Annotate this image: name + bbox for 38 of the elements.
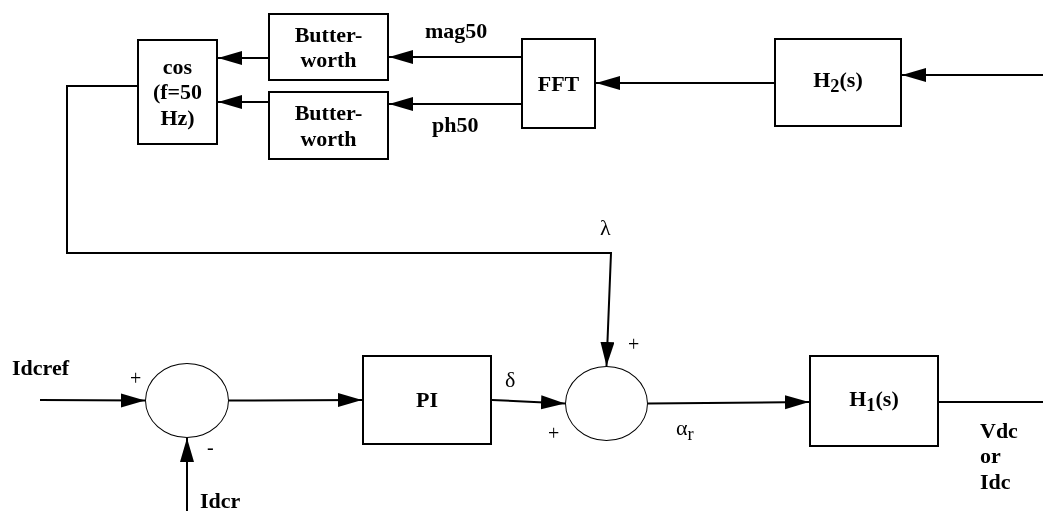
edge-label: Idcref [12,355,70,381]
edge-label: δ [505,367,516,393]
block-label: FFT [537,70,580,97]
block-box [774,38,902,127]
edge-label: ph50 [432,112,479,138]
block-label: H$_{1}$(s) [849,385,899,417]
signal-arrow [595,76,775,90]
sign-label: + [130,368,142,388]
edge-label: mag50 [425,18,488,44]
block-label: Butter- worth [293,21,364,73]
signal-arrow [228,393,363,408]
edge-label: Idcr [200,488,241,511]
block-box [809,355,939,447]
sign-label: + [628,334,640,354]
edge-label: Vdc or Idc [980,418,1019,494]
block-label: Butter- worth [293,100,364,151]
signal-arrow [39,393,146,408]
signal-arrow [217,95,269,109]
block-box [521,38,596,129]
block-box [268,13,389,81]
edge-label: α$_{r}$ [676,415,694,446]
signal-arrow [647,395,810,410]
block-label: H$_{2}$(s) [813,67,863,98]
sign-label: + [548,423,560,443]
block-label: PI [416,387,438,413]
block-box [268,91,389,160]
signal-arrow [491,395,566,410]
signal-arrow [66,85,615,367]
signal-arrow [388,97,522,111]
signal-arrow [217,51,269,65]
block-box [137,39,218,145]
signal-arrow [388,50,522,64]
signal-arrow [180,437,194,511]
block-label: cos (f=50 Hz) [151,54,204,130]
block-box [362,355,492,445]
edge-label: λ [600,215,611,241]
signal-arrow [901,68,1043,82]
sign-label: - [207,437,214,457]
